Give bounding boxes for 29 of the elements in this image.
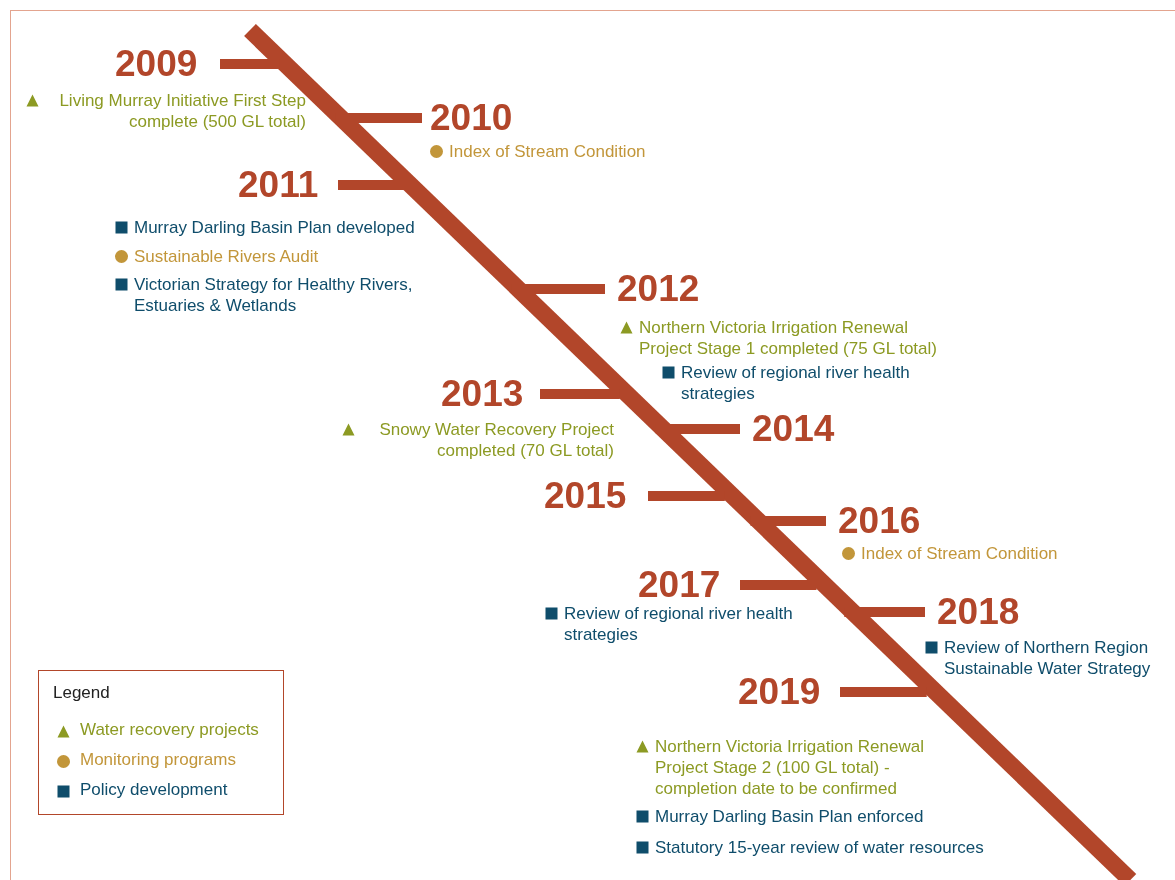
year-label: 2017 [638,564,721,606]
legend-text: Monitoring programs [80,749,236,770]
year-label: 2012 [617,268,700,310]
event-text: Snowy Water Recovery Project completed (70 GL total) [378,419,614,461]
event-text: Murray Darling Basin Plan enforced [655,806,924,827]
year-label: 2011 [238,164,319,206]
year-label: 2014 [752,408,835,450]
event-text: Northern Victoria Irrigation Renewal Project Stage 1 completed (75 GL total) [639,317,938,359]
year-label: 2015 [544,475,627,517]
year-label: 2019 [738,671,821,713]
event-text: Northern Victoria Irrigation Renewal Project Stage 2 (100 GL total) - completion date to be confirmed [655,736,925,799]
event-text: Index of Stream Condition [449,141,646,162]
legend-text: Policy development [80,779,228,800]
event-text: Review of regional river health strategies [681,362,911,404]
year-label: 2016 [838,500,921,542]
event-text: Living Murray Initiative First Step complete (500 GL total) [58,90,306,132]
event-text: Statutory 15-year review of water resources [655,837,984,858]
year-label: 2009 [115,43,198,85]
year-label: 2018 [937,591,1020,633]
legend-text: Water recovery projects [80,719,259,740]
event-text: Review of regional river health strategies [564,603,794,645]
event-text: Murray Darling Basin Plan developed [134,217,415,238]
year-label: 2010 [430,97,513,139]
event-text: Review of Northern Region Sustainable Water Strategy [944,637,1152,679]
year-label: 2013 [441,373,524,415]
event-text: Sustainable Rivers Audit [134,246,319,267]
event-text: Index of Stream Condition [861,543,1058,564]
event-text: Victorian Strategy for Healthy Rivers, Estuaries & Wetlands [134,274,414,316]
legend-title: Legend [53,683,110,703]
